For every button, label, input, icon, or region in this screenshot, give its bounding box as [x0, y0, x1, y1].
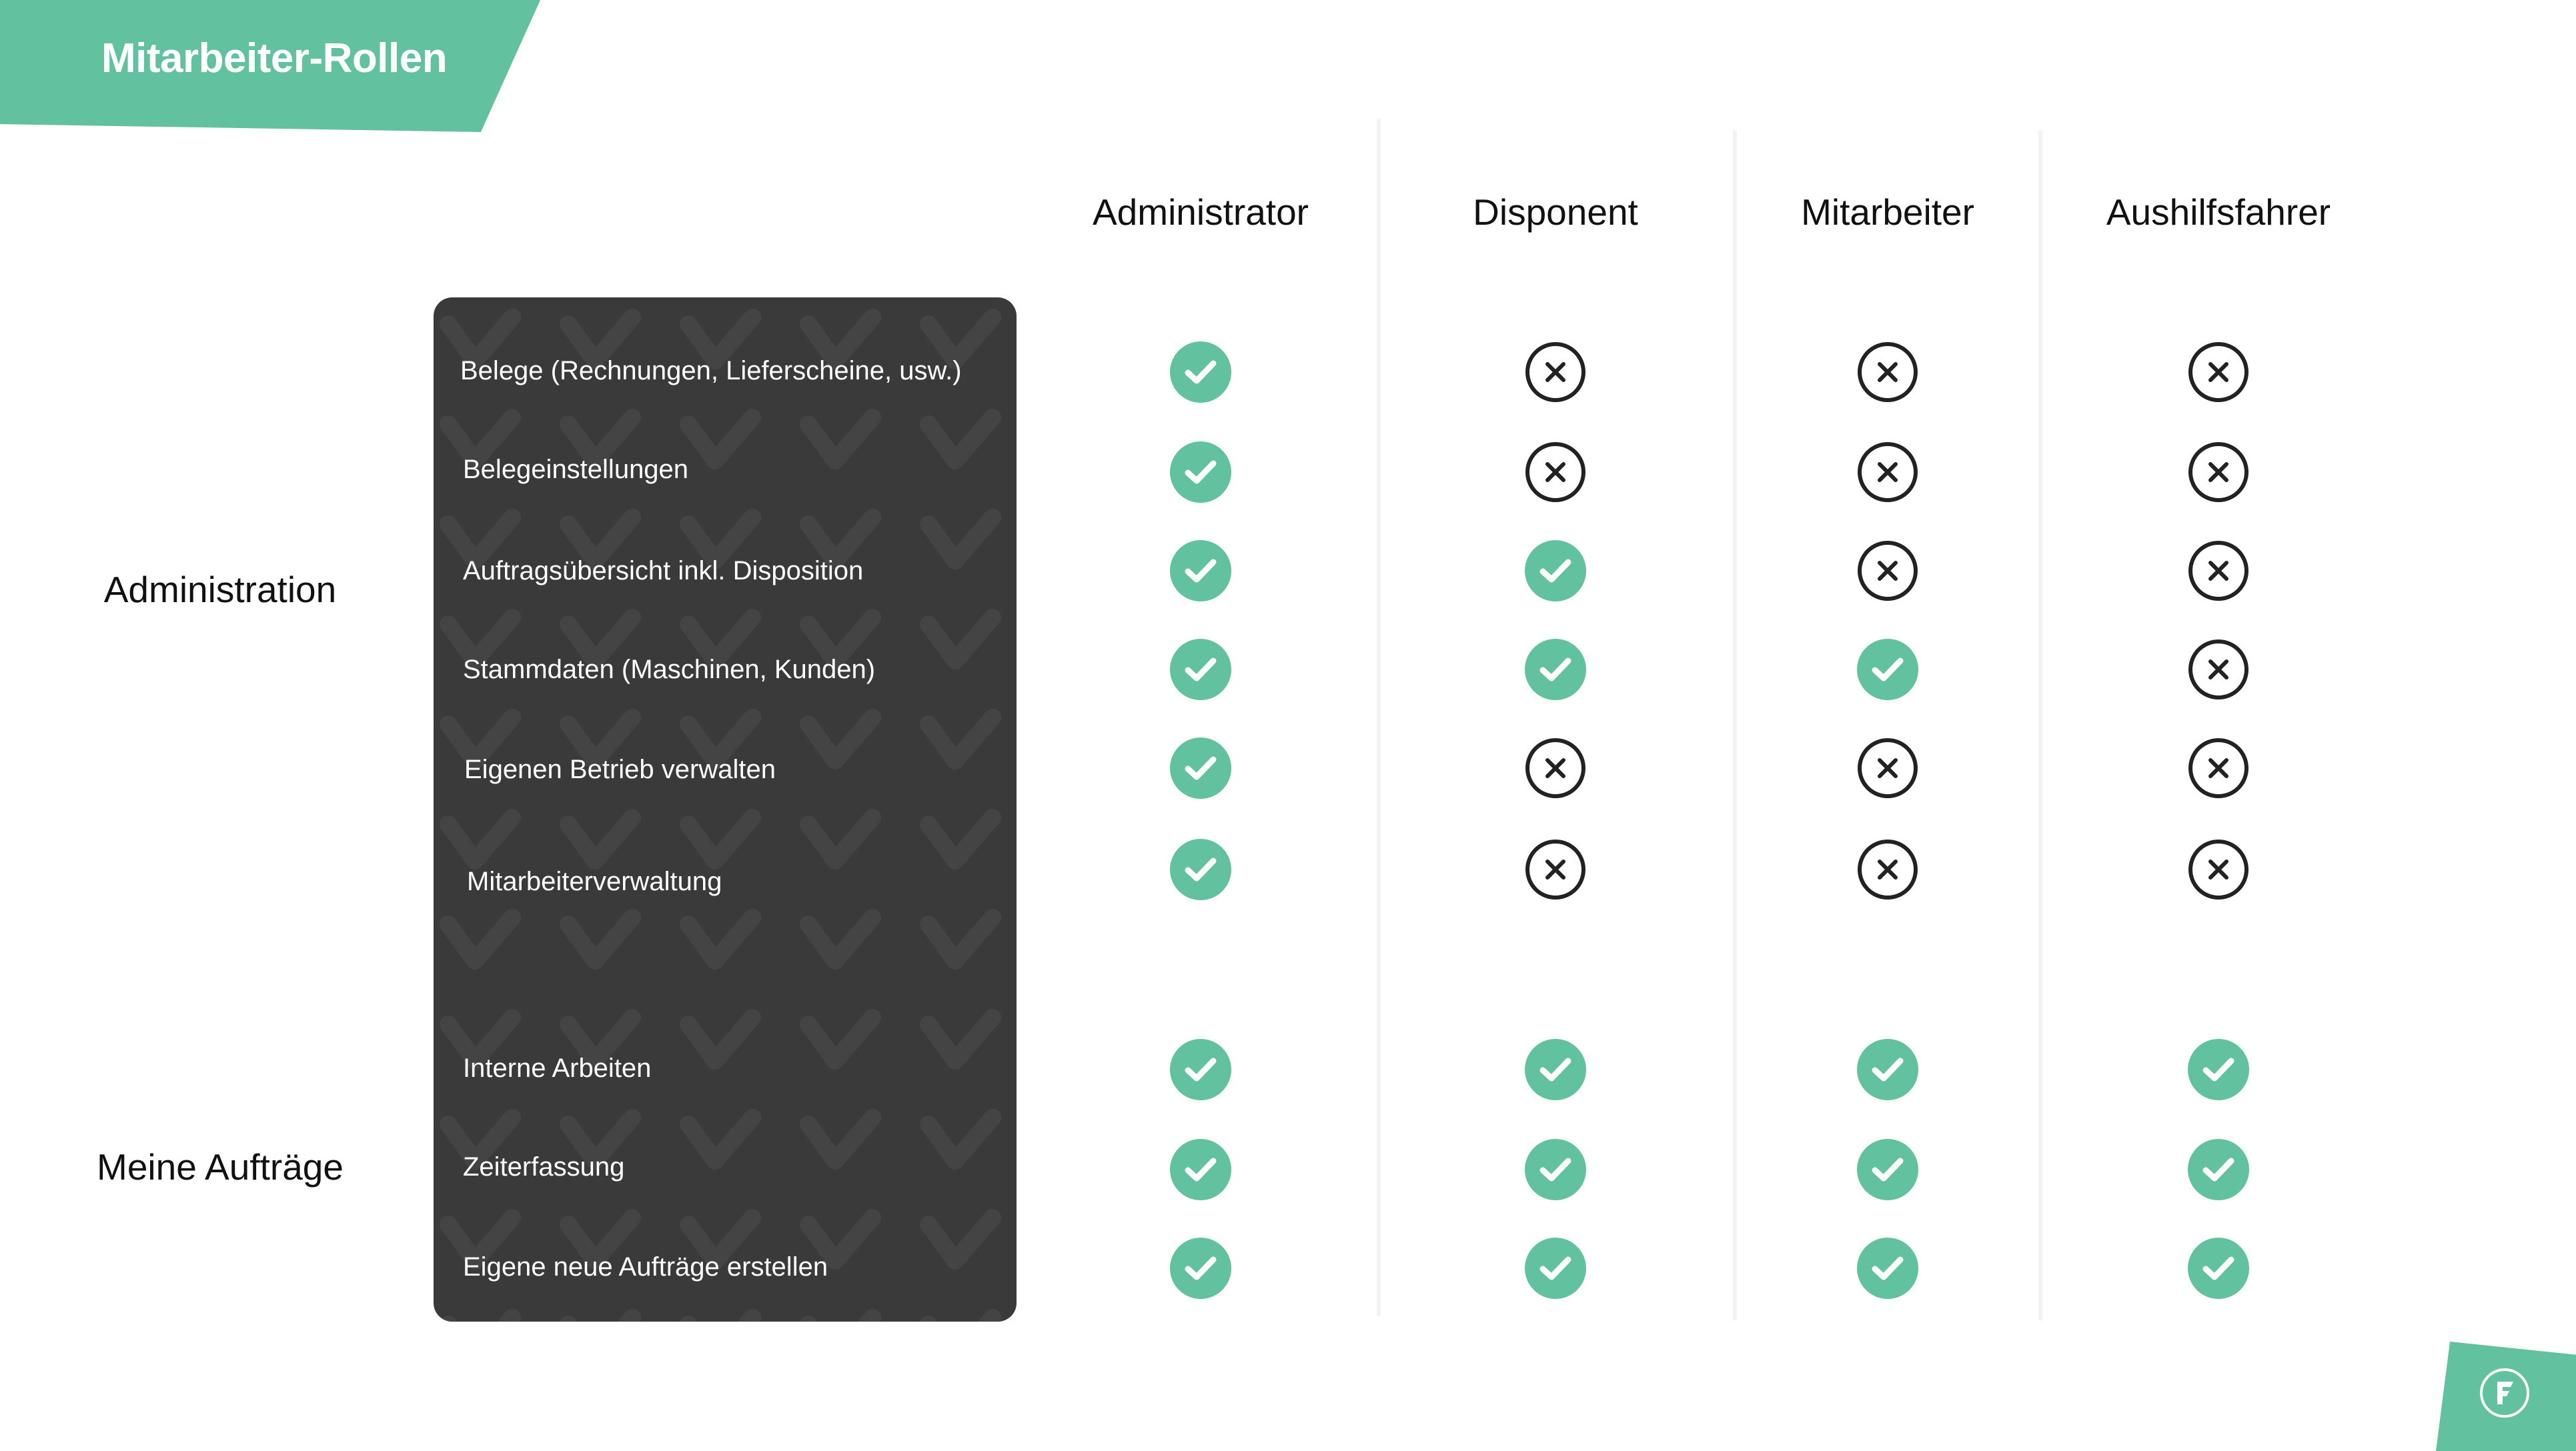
check-circle-icon: [1170, 738, 1231, 799]
x-circle-icon: [1525, 342, 1585, 402]
title-banner: [0, 0, 540, 132]
section-label-administration: Administration: [103, 569, 337, 610]
check-circle-icon: [1170, 540, 1231, 601]
x-circle-icon: [1858, 342, 1918, 402]
check-circle-icon: [2188, 1238, 2249, 1299]
x-circle-icon: [2188, 442, 2248, 502]
role-header-mitarbeiter: Mitarbeiter: [1801, 191, 1974, 233]
role-header-disponent: Disponent: [1473, 191, 1638, 233]
x-circle-icon: [1525, 840, 1585, 900]
feature-label: Mitarbeiterverwaltung: [467, 867, 722, 896]
check-circle-icon: [1525, 1238, 1586, 1299]
feature-label: Eigene neue Aufträge erstellen: [463, 1252, 828, 1282]
x-circle-icon: [2188, 541, 2248, 601]
x-circle-icon: [1525, 442, 1585, 502]
check-circle-icon: [1857, 1238, 1918, 1299]
check-circle-icon: [1170, 441, 1231, 503]
check-circle-icon: [1857, 1139, 1918, 1200]
check-circle-icon: [1525, 540, 1586, 601]
panel-watermark-pattern: [434, 297, 1017, 1322]
x-circle-icon: [2188, 738, 2248, 798]
x-circle-icon: [1858, 738, 1918, 798]
page-title: Mitarbeiter-Rollen: [101, 35, 448, 81]
feature-label: Auftragsübersicht inkl. Disposition: [463, 556, 864, 585]
check-circle-icon: [1525, 1139, 1586, 1200]
feature-label: Zeiterfassung: [463, 1152, 625, 1182]
x-circle-icon: [1858, 442, 1918, 502]
role-header-administrator: Administrator: [1093, 191, 1309, 233]
check-circle-icon: [1525, 1039, 1586, 1100]
feature-panel: Belege (Rechnungen, Lieferscheine, usw.)…: [434, 297, 1017, 1322]
check-circle-icon: [2188, 1139, 2249, 1200]
feature-label: Belegeinstellungen: [463, 455, 689, 484]
column-divider: [1377, 119, 1381, 1316]
column-divider: [2038, 131, 2042, 1320]
feature-label: Stammdaten (Maschinen, Kunden): [463, 655, 876, 684]
feature-label: Belege (Rechnungen, Lieferscheine, usw.): [460, 356, 962, 385]
check-circle-icon: [1170, 639, 1231, 700]
check-circle-icon: [1170, 1238, 1231, 1299]
role-header-aushilfsfahrer: Aushilfsfahrer: [2106, 191, 2331, 233]
column-divider: [1733, 131, 1737, 1320]
check-circle-icon: [1170, 1139, 1231, 1200]
feature-label: Eigenen Betrieb verwalten: [464, 755, 776, 784]
check-circle-icon: [1857, 639, 1918, 700]
section-label-meine-auftraege: Meine Aufträge: [97, 1146, 344, 1188]
x-circle-icon: [2188, 840, 2248, 900]
check-circle-icon: [1525, 639, 1586, 700]
x-circle-icon: [1858, 541, 1918, 601]
x-circle-icon: [2188, 342, 2248, 402]
x-circle-icon: [1525, 738, 1585, 798]
check-circle-icon: [2188, 1039, 2249, 1100]
feature-label: Interne Arbeiten: [463, 1054, 652, 1083]
x-circle-icon: [2188, 639, 2248, 699]
logo-icon: [2480, 1368, 2529, 1418]
check-circle-icon: [1170, 341, 1231, 403]
check-circle-icon: [1170, 1039, 1231, 1100]
x-circle-icon: [1858, 840, 1918, 900]
check-circle-icon: [1857, 1039, 1918, 1100]
check-circle-icon: [1170, 839, 1231, 900]
